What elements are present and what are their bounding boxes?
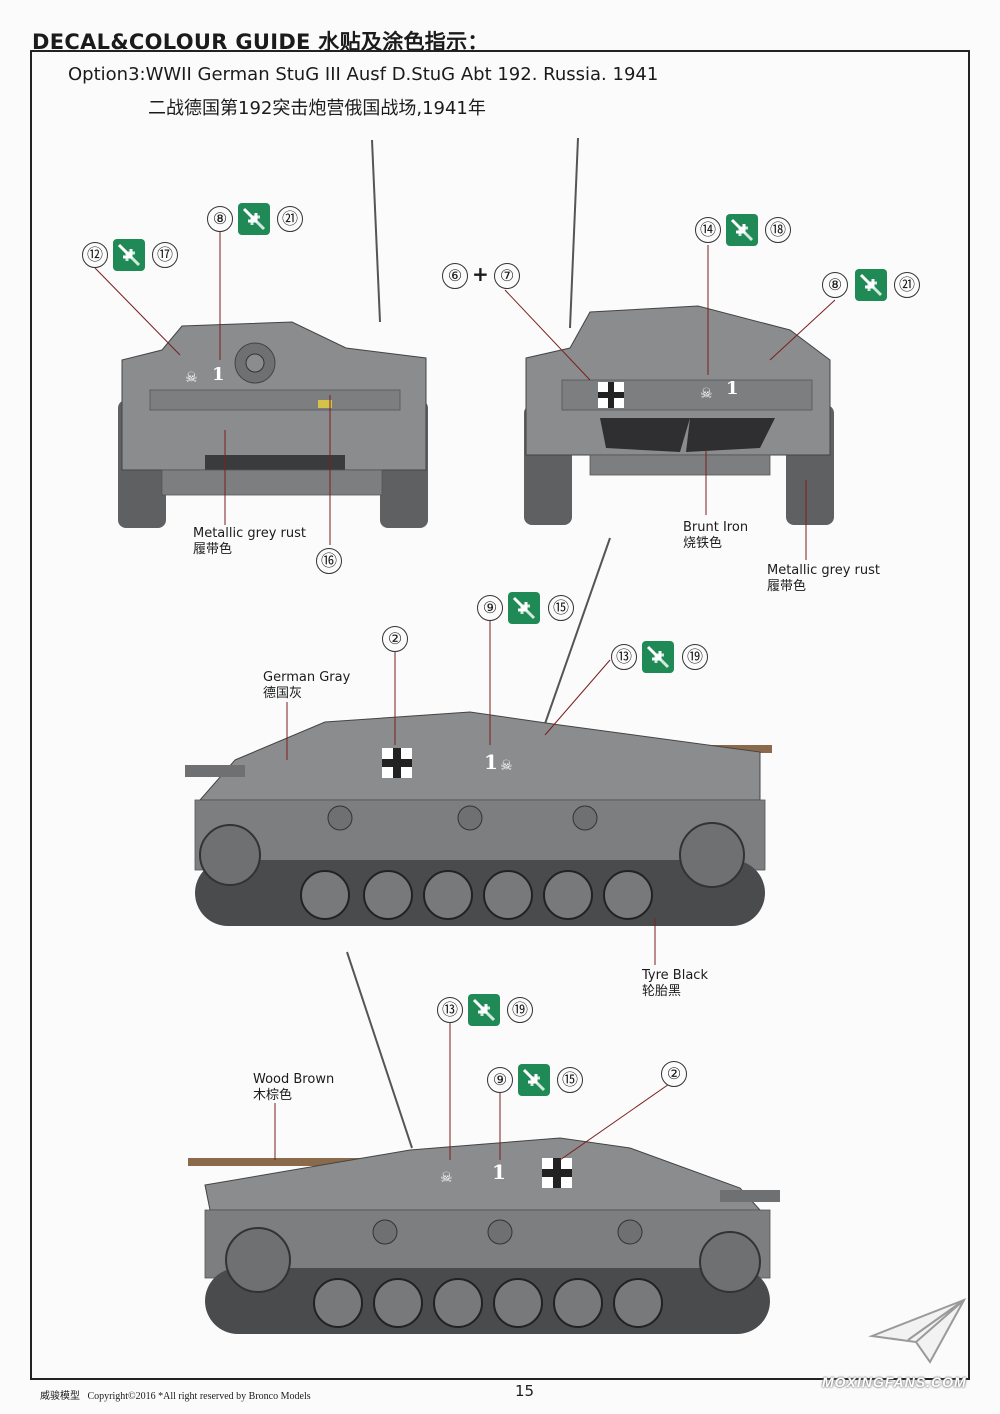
colour-label-en: Metallic grey rust <box>767 563 880 578</box>
decal-callout: ⑥ <box>442 263 468 289</box>
footer-copyright: 威骏模型 Copyright©2016 *All right reserved … <box>40 1387 311 1402</box>
colour-label-en: Tyre Black <box>642 968 708 983</box>
front-vehicle-number: 1 <box>212 364 225 385</box>
side-vehicle-number: 1 <box>484 750 498 774</box>
decal-callout: ② <box>382 626 408 652</box>
decal-callout: ② <box>661 1061 687 1087</box>
decal-position-icon <box>726 214 758 246</box>
decal-callout: ⑰ <box>152 242 178 268</box>
decal-position-icon <box>855 269 887 301</box>
decal-callout: ⑦ <box>494 263 520 289</box>
page-frame <box>30 50 970 1380</box>
decal-callout: ⑬ <box>437 997 463 1023</box>
copyright-text: Copyright©2016 *All right reserved by Br… <box>87 1391 311 1402</box>
leader-lines <box>94 232 836 1161</box>
colour-label-cn: 木棕色 <box>253 1088 293 1103</box>
colour-label-cn: 履带色 <box>767 579 807 594</box>
decal-position-icon <box>238 203 270 235</box>
paper-plane-icon <box>868 1296 968 1372</box>
svg-text:☠: ☠ <box>500 758 513 774</box>
decal-position-icon <box>518 1064 550 1096</box>
front-view-illustration: ☠ <box>118 139 428 528</box>
colour-label-cn: 轮胎黑 <box>642 984 682 999</box>
decal-callout: ⑭ <box>695 217 721 243</box>
colour-label-cn: 德国灰 <box>263 686 303 701</box>
page-number: 15 <box>515 1382 535 1400</box>
decal-callout: ㉑ <box>277 206 303 232</box>
decal-callout: ㉑ <box>894 272 920 298</box>
decal-callout: ⑧ <box>207 206 233 232</box>
side2-vehicle-number: 1 <box>492 1160 506 1184</box>
plus-sign: + <box>472 262 489 286</box>
option-title-chinese: 二战德国第192突击炮营俄国战场,1941年 <box>148 98 486 119</box>
decal-position-icon <box>642 641 674 673</box>
header-rule <box>30 50 970 52</box>
colour-label-cn: 烧铁色 <box>683 536 723 551</box>
colour-label-en: Metallic grey rust <box>193 526 306 541</box>
decal-callout: ⑲ <box>682 644 708 670</box>
decal-callout: ⑧ <box>822 272 848 298</box>
colour-label-en: Wood Brown <box>253 1072 335 1087</box>
decal-callout: ⑯ <box>316 548 342 574</box>
decal-callout: ⑮ <box>548 595 574 621</box>
decal-position-icon <box>508 592 540 624</box>
colour-label-en: German Gray <box>263 670 351 685</box>
decal-position-icon <box>468 994 500 1026</box>
decal-position-icon <box>113 239 145 271</box>
decal-callout: ⑲ <box>507 997 533 1023</box>
decal-callout: ⑨ <box>487 1067 513 1093</box>
rear-vehicle-number: 1 <box>726 378 739 399</box>
side-view-right-illustration: ☠ <box>188 951 780 1334</box>
rear-view-illustration: ☠ <box>524 137 834 525</box>
brand-name: 威骏模型 <box>40 1391 80 1402</box>
decal-callout: ⑮ <box>557 1067 583 1093</box>
decal-callout: ⑬ <box>611 644 637 670</box>
decal-callout: ⑱ <box>765 217 791 243</box>
svg-text:☠: ☠ <box>700 386 713 402</box>
decal-callout: ⑫ <box>82 242 108 268</box>
side-view-left-illustration: ☠ <box>185 537 772 926</box>
watermark-text: MOXINGFANS.COM <box>822 1374 967 1390</box>
svg-text:☠: ☠ <box>440 1170 453 1186</box>
option-title: Option3:WWII German StuG III Ausf D.StuG… <box>68 64 659 85</box>
svg-text:☠: ☠ <box>185 370 198 386</box>
colour-label-en: Brunt Iron <box>683 520 749 535</box>
decal-callout: ⑨ <box>477 595 503 621</box>
colour-label-cn: 履带色 <box>193 542 233 557</box>
